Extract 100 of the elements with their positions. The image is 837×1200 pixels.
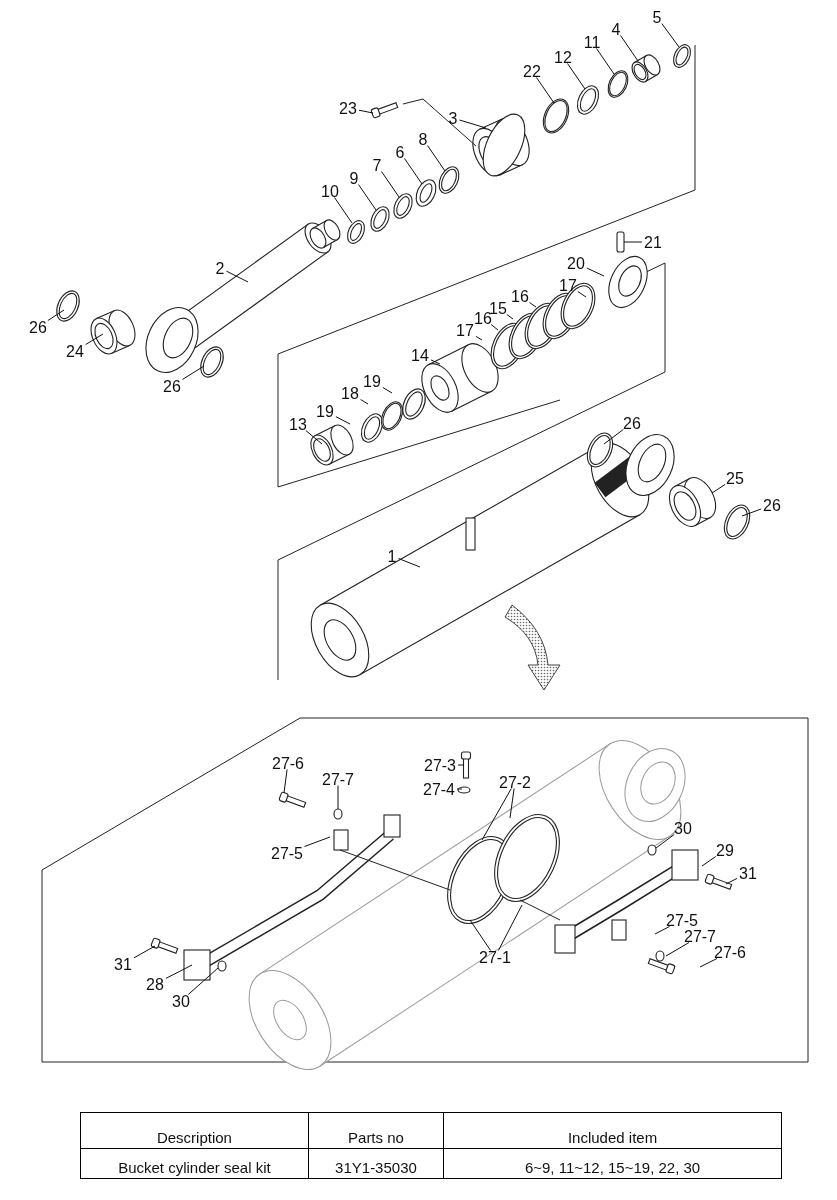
callout-number: 8 <box>417 130 429 148</box>
callout-number: 16 <box>510 287 530 305</box>
leader-line <box>536 77 555 104</box>
leader-line <box>529 302 537 308</box>
column-header: Description <box>80 1112 309 1149</box>
callout-number: 9 <box>348 169 360 187</box>
leader-line <box>47 309 65 321</box>
leader-line <box>497 904 523 951</box>
leader-line <box>334 197 353 224</box>
leader-line <box>187 967 219 995</box>
callout-number: 27-6 <box>713 943 747 961</box>
callout-number: 13 <box>288 415 308 433</box>
callout-number: 26 <box>622 414 642 432</box>
leader-line <box>430 359 441 365</box>
callout-number: 21 <box>643 233 663 251</box>
callout-number: 7 <box>371 156 383 174</box>
leader-line <box>427 145 446 172</box>
callout-number: 20 <box>566 254 586 272</box>
callout-number: 14 <box>410 346 430 364</box>
callout-number: 27-3 <box>423 756 457 774</box>
callout-number: 4 <box>610 20 622 38</box>
callout-number: 27-5 <box>665 911 699 929</box>
leader-line <box>335 416 351 425</box>
leader-line <box>741 508 762 517</box>
callout-number: 17 <box>455 321 475 339</box>
leader-line <box>725 877 738 885</box>
leader-line <box>358 184 377 211</box>
leader-line <box>661 23 680 48</box>
leader-line <box>506 314 514 320</box>
table-cell: Bucket cylinder seal kit <box>80 1148 309 1179</box>
callout-number: 30 <box>171 992 191 1010</box>
callout-number: 17 <box>558 276 578 294</box>
leader-line <box>360 399 369 405</box>
leader-line <box>283 769 288 794</box>
leader-line <box>567 63 586 90</box>
callout-number: 25 <box>725 469 745 487</box>
callout-number: 5 <box>651 8 663 26</box>
callout-number: 1 <box>386 547 398 565</box>
callout-number: 26 <box>762 496 782 514</box>
column-header: Included item <box>443 1112 782 1149</box>
leader-line <box>226 270 249 283</box>
callout-number: 12 <box>553 48 573 66</box>
leader-line <box>699 958 718 968</box>
callout-number: 19 <box>315 402 335 420</box>
leader-line <box>701 856 717 867</box>
leader-line <box>469 919 492 951</box>
callout-number: 27-6 <box>271 754 305 772</box>
leader-line <box>623 241 643 243</box>
callout-number: 3 <box>447 109 459 127</box>
leader-line <box>475 335 483 341</box>
callout-number: 2 <box>214 259 226 277</box>
leader-line <box>398 558 421 568</box>
leader-line <box>586 267 605 277</box>
leader-line <box>654 926 670 935</box>
callout-number: 31 <box>113 955 133 973</box>
callout-number: 27-4 <box>422 780 456 798</box>
callout-number: 27-1 <box>478 948 512 966</box>
callout-number: 19 <box>362 372 382 390</box>
callout-number: 22 <box>522 62 542 80</box>
leader-line <box>165 964 193 979</box>
leader-line <box>457 764 465 766</box>
callout-number: 27-5 <box>270 844 304 862</box>
leader-line <box>382 387 393 394</box>
callout-number: 27-7 <box>321 770 355 788</box>
column-header: Parts no <box>308 1112 444 1149</box>
leader-line <box>404 158 423 185</box>
callout-number: 27-2 <box>498 773 532 791</box>
table-cell: 6~9, 11~12, 15~19, 22, 30 <box>443 1148 782 1179</box>
leader-line <box>459 119 487 129</box>
callout-number: 18 <box>340 384 360 402</box>
leader-line <box>481 788 512 841</box>
leader-line <box>381 171 400 198</box>
leader-line <box>509 788 515 819</box>
callout-number: 26 <box>162 377 182 395</box>
leader-line <box>337 785 339 810</box>
leader-line <box>490 324 499 331</box>
leader-line <box>304 836 331 847</box>
leader-line <box>665 942 690 957</box>
leader-line <box>305 430 323 445</box>
leader-line <box>620 35 639 62</box>
leader-line <box>655 834 675 849</box>
table-cell: 31Y1-35030 <box>308 1148 444 1179</box>
leader-line <box>133 945 156 959</box>
leader-line <box>85 333 104 345</box>
callout-number: 31 <box>738 864 758 882</box>
leader-line <box>181 365 205 380</box>
leader-line <box>711 484 726 494</box>
leader-line <box>358 109 374 114</box>
callout-number: 27-7 <box>683 927 717 945</box>
callout-number: 10 <box>320 182 340 200</box>
callout-number: 26 <box>28 318 48 336</box>
callout-number: 29 <box>715 841 735 859</box>
callout-number: 24 <box>65 342 85 360</box>
callout-number: 11 <box>582 33 602 51</box>
callout-number: 28 <box>145 975 165 993</box>
leader-line <box>596 48 615 75</box>
leader-line <box>577 291 587 298</box>
leader-line <box>456 788 463 790</box>
leader-line <box>603 429 624 445</box>
callout-number: 30 <box>673 819 693 837</box>
